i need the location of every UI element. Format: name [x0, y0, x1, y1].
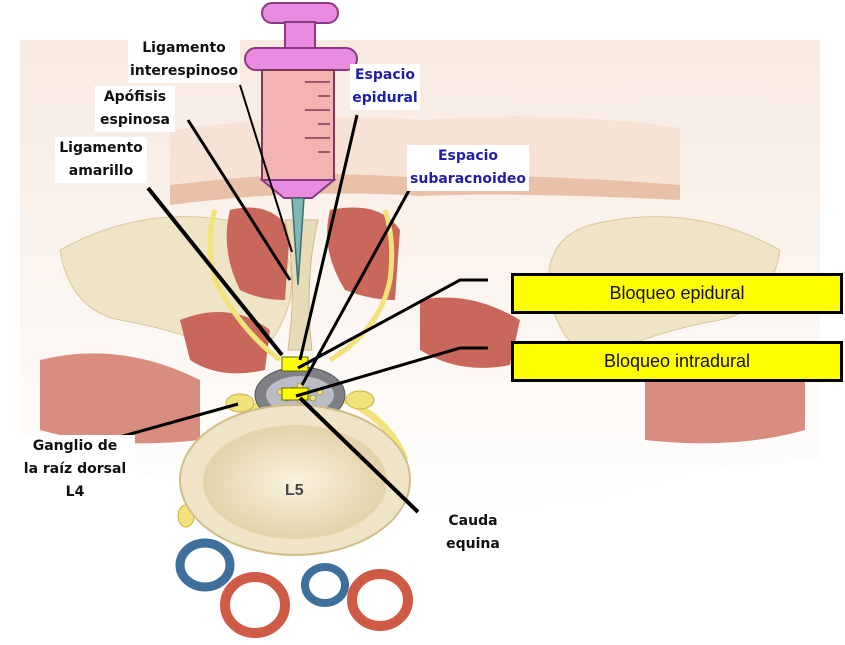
- vessel-left-red: [220, 572, 290, 638]
- label-cauda-equina: Cauda equina: [438, 510, 508, 556]
- label-apofisis-espinosa: Apófisis espinosa: [95, 86, 175, 132]
- leader-interespinoso: [239, 84, 293, 253]
- leader-cauda: [298, 396, 420, 514]
- label-vertebra-l5: L5: [285, 482, 304, 499]
- leader-bloqueo-intradural: [295, 346, 488, 398]
- box-bloqueo-epidural: Bloqueo epidural: [511, 273, 843, 314]
- vessel-right-red: [347, 569, 413, 631]
- syringe: [244, 2, 358, 286]
- label-ligamento-amarillo: Ligamento amarillo: [55, 137, 147, 183]
- spinous-process: [284, 219, 319, 351]
- barrel: [261, 69, 335, 181]
- vertebral-body-inner: [203, 425, 387, 539]
- vessel-right-blue: [301, 563, 349, 607]
- left-outer-muscle: [40, 353, 200, 444]
- dorsal-root-ganglion-left: [225, 393, 255, 413]
- barrel-graduations: [305, 81, 330, 153]
- leader-lines: [115, 84, 488, 514]
- label-espacio-epidural: Espacio epidural: [350, 64, 420, 110]
- left-muscle-upper: [226, 207, 290, 300]
- box-bloqueo-intradural: Bloqueo intradural: [511, 341, 843, 382]
- barrel-tip: [259, 179, 337, 199]
- dorsal-root-ganglion-right: [345, 390, 375, 410]
- left-nerve-upper: [207, 209, 282, 362]
- label-ligamento-interespinoso: Ligamento interespinoso: [128, 37, 240, 83]
- leader-epidural-space: [298, 114, 359, 361]
- right-nerve-upper: [328, 209, 395, 363]
- label-ganglio-raiz-dorsal: Ganglio de la raíz dorsal L4: [15, 435, 135, 504]
- barrel-flange: [244, 47, 358, 71]
- leader-apofisis: [186, 119, 292, 281]
- leader-subarachnoid: [300, 184, 414, 386]
- plunger-thumb: [261, 2, 339, 24]
- needle: [291, 197, 305, 286]
- label-espacio-subaracnoideo: Espacio subaracnoideo: [407, 145, 529, 191]
- leader-amarillo: [146, 186, 284, 357]
- right-muscle-upper: [327, 207, 400, 300]
- right-muscle-lower: [420, 297, 520, 368]
- vessel-left-blue: [175, 538, 235, 592]
- leader-ganglio: [115, 402, 239, 440]
- leader-bloqueo-epidural: [297, 278, 488, 370]
